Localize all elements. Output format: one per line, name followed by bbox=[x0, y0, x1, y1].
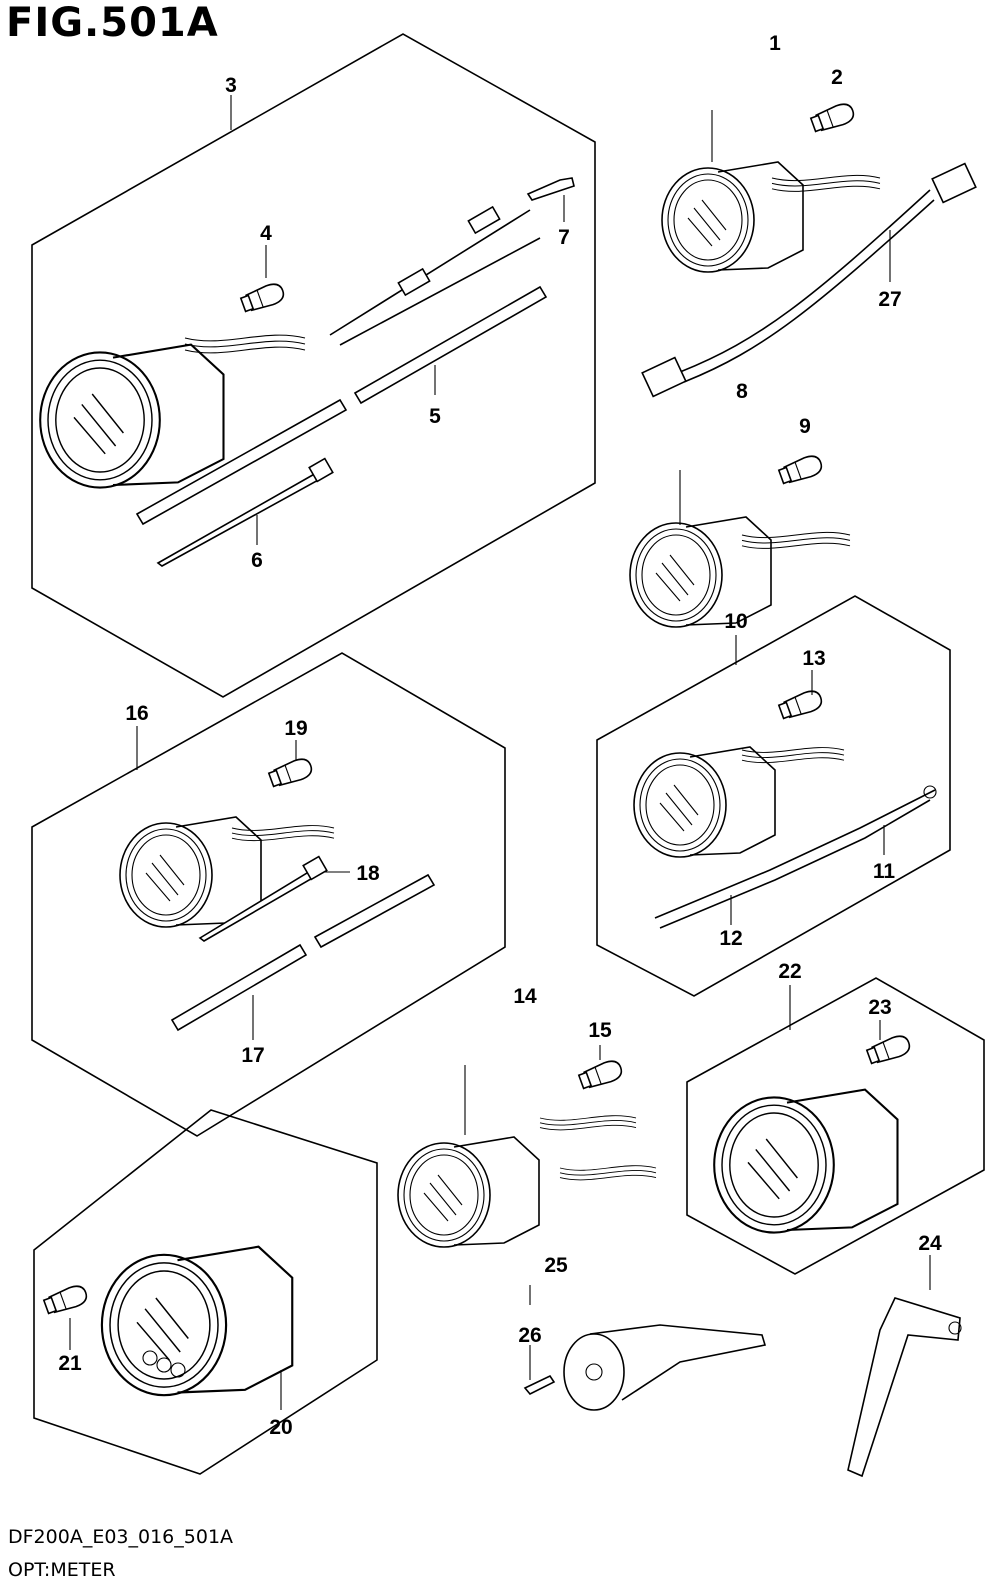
bulb-icon bbox=[41, 1282, 90, 1318]
bulb-icon bbox=[776, 687, 825, 723]
bulb-icon bbox=[776, 452, 825, 488]
harness-icon bbox=[741, 747, 845, 764]
callout-23: 23 bbox=[868, 996, 891, 1019]
bulb-icon bbox=[576, 1057, 625, 1093]
gauge-icon bbox=[119, 816, 262, 928]
callout-6: 6 bbox=[251, 549, 263, 572]
bulb-icon bbox=[266, 755, 315, 791]
diagram-code: DF200A_E03_016_501A bbox=[8, 1526, 234, 1548]
callout-14: 14 bbox=[513, 985, 537, 1008]
callout-4: 4 bbox=[260, 222, 272, 245]
callout-10: 10 bbox=[724, 610, 747, 633]
gauge-icon bbox=[713, 1088, 899, 1234]
harness-icon bbox=[654, 785, 937, 929]
gauge-icon bbox=[629, 516, 772, 628]
harness-icon bbox=[539, 1115, 637, 1131]
callout-15: 15 bbox=[588, 1019, 612, 1042]
callout-13: 13 bbox=[802, 647, 825, 670]
group-frame-20 bbox=[33, 1109, 378, 1475]
callout-19: 19 bbox=[284, 717, 307, 740]
tube-icon bbox=[135, 285, 548, 1032]
callout-16: 16 bbox=[125, 702, 148, 725]
cable-tie-icon bbox=[156, 457, 334, 942]
trim-sender-icon bbox=[847, 1297, 962, 1478]
group-frame-10 bbox=[596, 595, 951, 997]
callout-27: 27 bbox=[878, 288, 901, 311]
gauge-icon bbox=[661, 161, 804, 273]
gauge-icon bbox=[397, 1136, 540, 1248]
bulb-icon bbox=[864, 1032, 913, 1068]
callout-20: 20 bbox=[269, 1416, 292, 1439]
figure-title: FIG.501A bbox=[6, 0, 219, 46]
callout-5: 5 bbox=[429, 405, 441, 428]
callout-22: 22 bbox=[778, 960, 801, 983]
callout-25: 25 bbox=[544, 1254, 568, 1277]
harness-icon bbox=[771, 174, 881, 192]
callout-1: 1 bbox=[769, 32, 781, 55]
callout-7: 7 bbox=[558, 226, 570, 249]
harness-icon bbox=[184, 334, 306, 354]
callout-18: 18 bbox=[356, 862, 380, 885]
group-frame-3 bbox=[31, 33, 596, 698]
callout-12: 12 bbox=[719, 927, 742, 950]
gauge-icon bbox=[633, 746, 776, 858]
diagram-name: OPT:METER bbox=[8, 1559, 116, 1581]
gauge-icon bbox=[39, 343, 225, 489]
callout-3: 3 bbox=[225, 74, 237, 97]
callout-24: 24 bbox=[918, 1232, 942, 1255]
callout-9: 9 bbox=[799, 415, 811, 438]
callout-17: 17 bbox=[241, 1044, 264, 1067]
harness-icon bbox=[559, 1165, 657, 1181]
callout-21: 21 bbox=[58, 1352, 82, 1375]
harness-icon bbox=[641, 162, 977, 398]
callout-26: 26 bbox=[518, 1324, 541, 1347]
bulb-icon bbox=[808, 100, 857, 136]
gauge-icon bbox=[100, 1245, 294, 1397]
callout-11: 11 bbox=[873, 860, 896, 883]
callout-8: 8 bbox=[736, 380, 748, 403]
harness-icon bbox=[741, 531, 851, 549]
group-frame-16 bbox=[31, 652, 506, 1137]
callout-2: 2 bbox=[831, 66, 843, 89]
screw-icon bbox=[523, 1374, 556, 1395]
pitot-pickup-icon bbox=[563, 1324, 767, 1411]
bulb-icon bbox=[238, 280, 287, 316]
group-frame-22 bbox=[686, 977, 985, 1275]
